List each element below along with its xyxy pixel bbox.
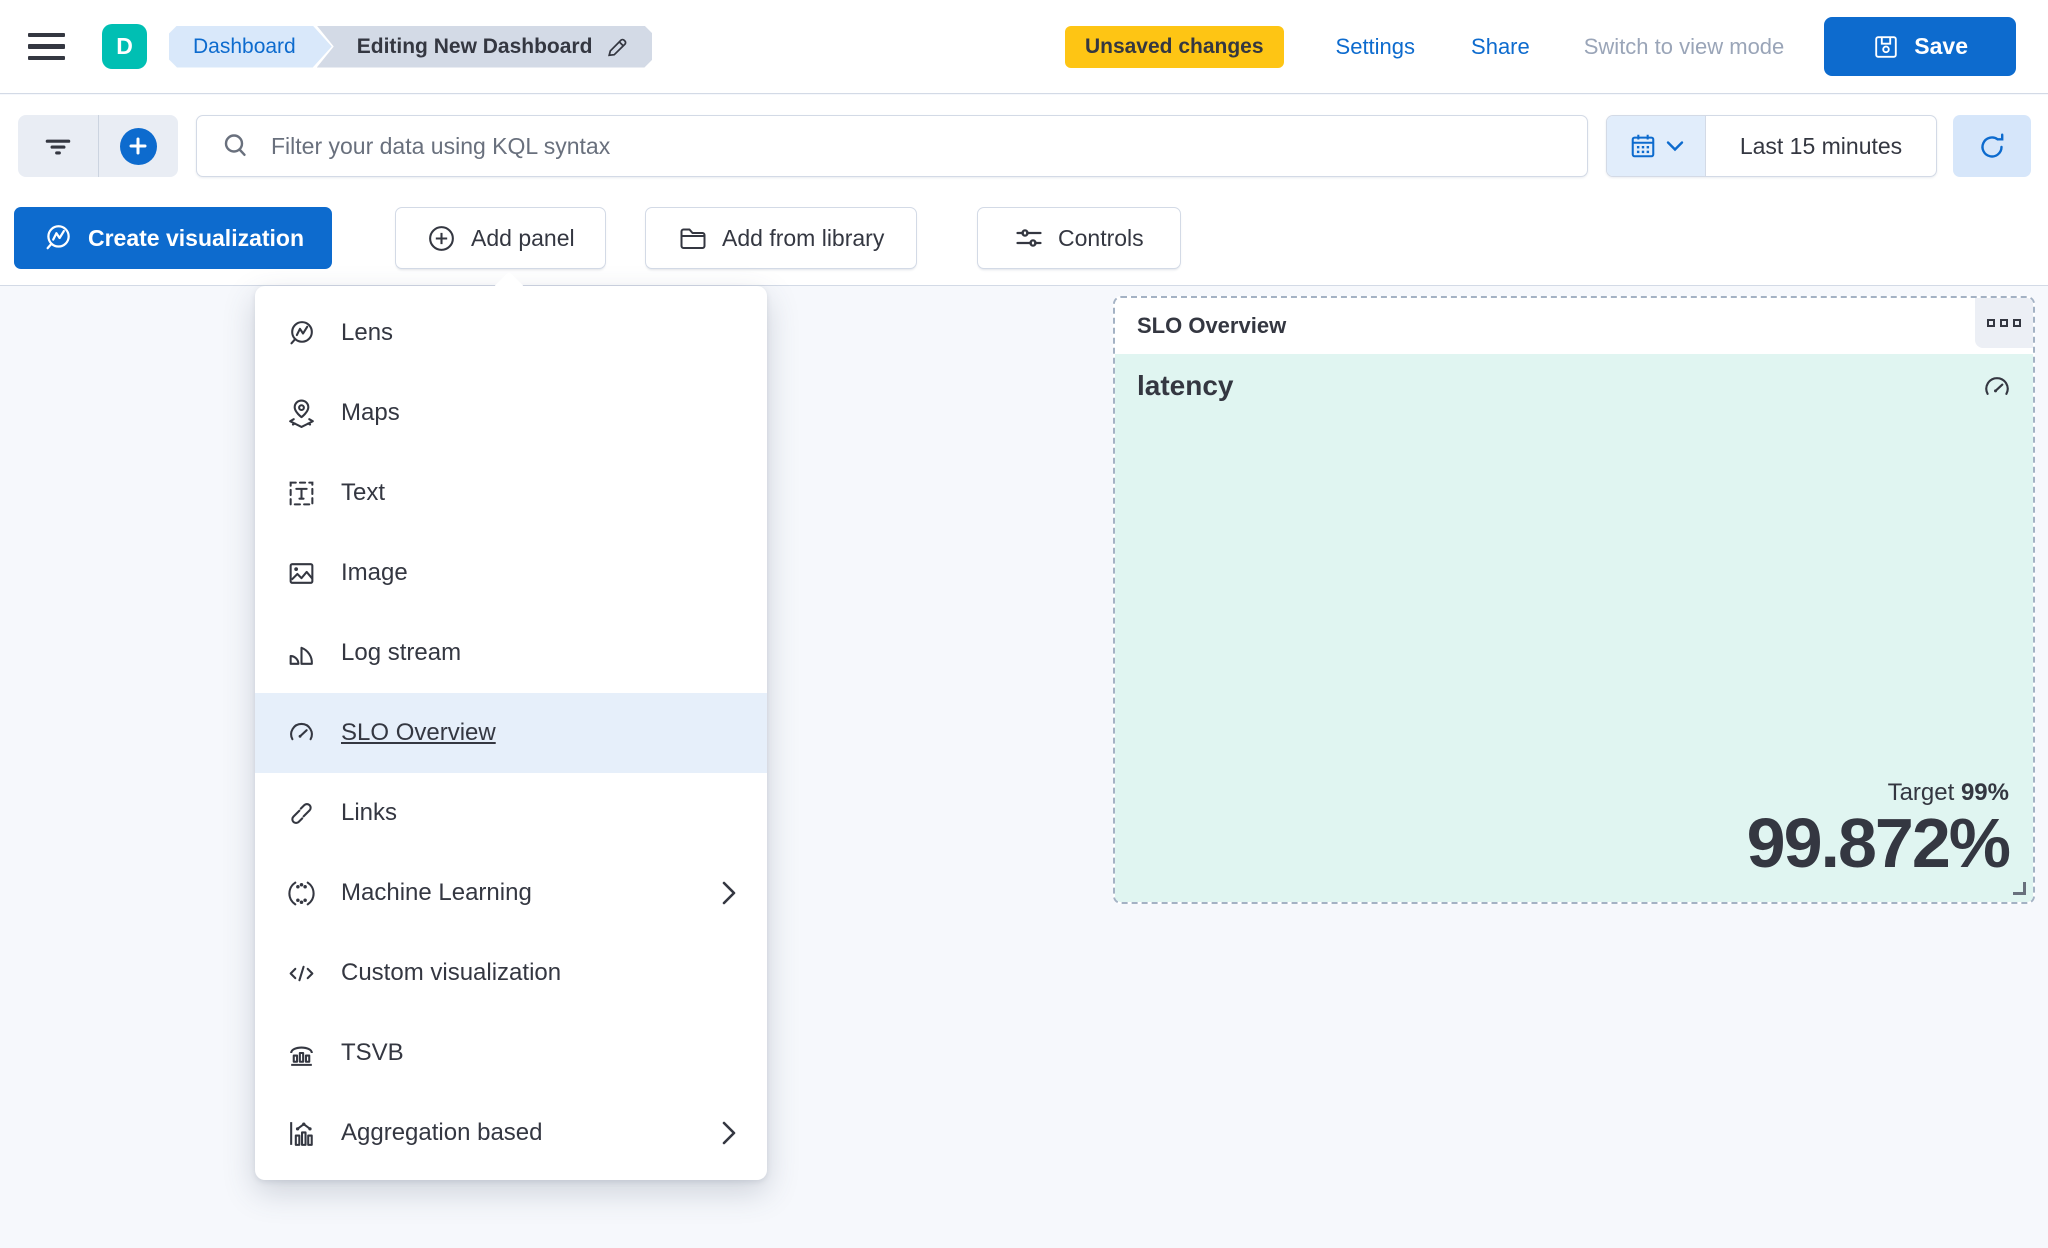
- menu-item-machine-learning[interactable]: Machine Learning: [255, 853, 767, 933]
- settings-link[interactable]: Settings: [1335, 33, 1416, 59]
- breadcrumb-dashboard[interactable]: Dashboard: [169, 26, 332, 68]
- lens-icon: [289, 320, 313, 344]
- add-panel-button[interactable]: Add panel: [395, 207, 606, 269]
- chevron-right-icon: [722, 1121, 736, 1145]
- panel-resize-handle[interactable]: [2013, 882, 2026, 895]
- space-avatar[interactable]: D: [102, 24, 147, 69]
- menu-hamburger-icon[interactable]: [28, 23, 76, 71]
- add-filter-button[interactable]: [99, 115, 179, 177]
- share-link[interactable]: Share: [1471, 33, 1530, 59]
- folder-icon: [680, 228, 706, 249]
- refresh-button[interactable]: [1953, 115, 2031, 177]
- date-quick-select-button[interactable]: [1607, 116, 1706, 176]
- switch-to-view-mode-link[interactable]: Switch to view mode: [1583, 33, 1785, 59]
- tsvb-icon: [289, 1046, 313, 1066]
- menu-item-custom-visualization[interactable]: Custom visualization: [255, 933, 767, 1013]
- pencil-icon: [604, 34, 630, 60]
- breadcrumb: Dashboard Editing New Dashboard: [169, 26, 652, 68]
- menu-item-image[interactable]: Image: [255, 533, 767, 613]
- menu-item-lens[interactable]: Lens: [255, 293, 767, 373]
- filter-icon: [45, 139, 71, 155]
- maps-icon: [288, 399, 314, 428]
- menu-item-slo-overview[interactable]: SLO Overview: [255, 693, 767, 773]
- time-range-picker: Last 15 minutes: [1606, 115, 1937, 177]
- menu-item-maps[interactable]: Maps: [255, 373, 767, 453]
- panel-title: SLO Overview: [1137, 313, 1287, 338]
- plus-in-circle-icon: [429, 225, 454, 251]
- menu-item-links[interactable]: Links: [255, 773, 767, 853]
- menu-item-text[interactable]: Text: [255, 453, 767, 533]
- search-icon: [224, 134, 246, 156]
- kql-search-input[interactable]: [271, 132, 1577, 160]
- plus-icon: [129, 137, 147, 155]
- sliders-icon: [1016, 229, 1042, 247]
- kql-search-bar: [196, 115, 1588, 177]
- dashboard-action-row: Create visualization Add panel Add from …: [0, 207, 2048, 269]
- image-icon: [289, 562, 313, 584]
- slo-metric-name: latency: [1137, 370, 1234, 401]
- code-icon: [289, 965, 313, 981]
- slo-panel-body: latency Target 99% 99.872%: [1115, 354, 2033, 902]
- calendar-icon: [1631, 134, 1654, 158]
- add-panel-menu: Lens Maps Text: [255, 286, 767, 1180]
- menu-item-aggregation-based[interactable]: Aggregation based: [255, 1093, 767, 1173]
- chevron-right-icon: [722, 881, 736, 905]
- gauge-icon: [289, 722, 313, 740]
- chevron-down-icon: [1666, 141, 1683, 152]
- panel-header: SLO Overview: [1115, 298, 2033, 354]
- filter-menu-button[interactable]: [18, 115, 99, 177]
- log-stream-icon: [289, 646, 313, 665]
- save-button[interactable]: Save: [1824, 17, 2016, 76]
- unsaved-changes-badge: Unsaved changes: [1064, 25, 1284, 68]
- link-icon: [290, 802, 312, 824]
- breadcrumb-current-page[interactable]: Editing New Dashboard: [317, 26, 653, 68]
- lens-icon: [46, 225, 70, 250]
- refresh-icon: [1981, 133, 2004, 158]
- controls-button[interactable]: Controls: [977, 207, 1181, 269]
- machine-learning-icon: [287, 881, 315, 905]
- gauge-icon: [1985, 377, 2009, 395]
- menu-item-log-stream[interactable]: Log stream: [255, 613, 767, 693]
- slo-target: Target 99%: [1887, 778, 2009, 806]
- slo-values: Target 99% 99.872%: [1746, 778, 2011, 882]
- text-icon: [289, 481, 313, 505]
- slo-overview-panel[interactable]: SLO Overview latency Target 99% 99.872%: [1113, 296, 2035, 904]
- save-icon: [1875, 35, 1898, 58]
- panel-options-button[interactable]: [1975, 298, 2033, 348]
- query-toolbar: Last 15 minutes Create visualization Add…: [0, 95, 2048, 286]
- time-range-value[interactable]: Last 15 minutes: [1739, 132, 1903, 159]
- add-from-library-button[interactable]: Add from library: [645, 207, 918, 269]
- slo-value: 99.872%: [1746, 803, 2011, 882]
- filter-button-group: [18, 115, 178, 177]
- aggregation-icon: [289, 1121, 313, 1146]
- menu-item-tsvb[interactable]: TSVB: [255, 1013, 767, 1093]
- top-header-bar: D Dashboard Editing New Dashboard Unsave…: [0, 0, 2048, 94]
- create-visualization-button[interactable]: Create visualization: [14, 207, 333, 269]
- boxes-horizontal-icon: [1987, 319, 1995, 327]
